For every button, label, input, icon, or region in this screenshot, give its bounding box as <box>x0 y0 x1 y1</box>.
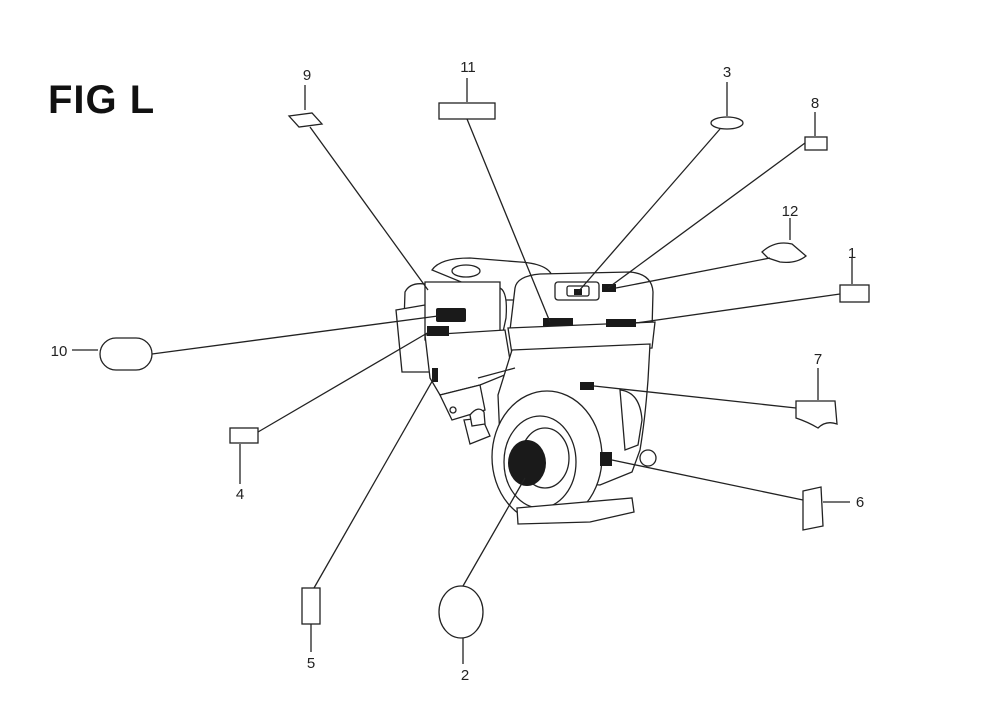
callout-11: 11 <box>460 59 476 76</box>
decal-vertical <box>432 368 438 382</box>
leader-lines <box>72 78 853 664</box>
callout-10: 10 <box>51 343 68 360</box>
decal-tank-front <box>543 318 573 326</box>
callout-1: 1 <box>848 245 856 262</box>
callout-8: 8 <box>811 95 819 112</box>
part-11-decal <box>438 102 496 120</box>
part-1-decal <box>839 284 870 303</box>
callout-9: 9 <box>303 67 311 84</box>
callout-3: 3 <box>723 64 731 81</box>
decal-choke <box>580 382 594 390</box>
decal-crankcase <box>600 452 612 466</box>
part-5-decal <box>301 587 321 625</box>
callout-2: 2 <box>461 667 469 684</box>
decal-tank-side <box>606 319 636 327</box>
starter-emblem <box>508 440 546 486</box>
callout-labels: 9 11 3 8 12 1 10 7 4 6 5 2 <box>51 59 865 684</box>
part-6-decal <box>802 486 824 531</box>
callout-6: 6 <box>856 494 864 511</box>
part-3-decal <box>710 116 744 130</box>
decal-parts <box>99 102 870 639</box>
part-10-decal <box>99 337 153 371</box>
callout-5: 5 <box>307 655 315 672</box>
callout-4: 4 <box>236 486 244 503</box>
part-2-decal <box>438 585 484 639</box>
callout-7: 7 <box>814 351 822 368</box>
part-12-decal <box>761 242 808 264</box>
figure-title: FIG L <box>48 78 156 122</box>
part-7-decal <box>795 400 838 429</box>
decal-label-small <box>427 326 449 336</box>
part-4-decal <box>229 427 259 444</box>
part-9-decal <box>287 112 324 128</box>
engine-decals <box>427 284 636 486</box>
callout-12: 12 <box>782 203 799 220</box>
decal-air-cleaner <box>436 308 466 322</box>
part-8-decal <box>804 136 828 151</box>
